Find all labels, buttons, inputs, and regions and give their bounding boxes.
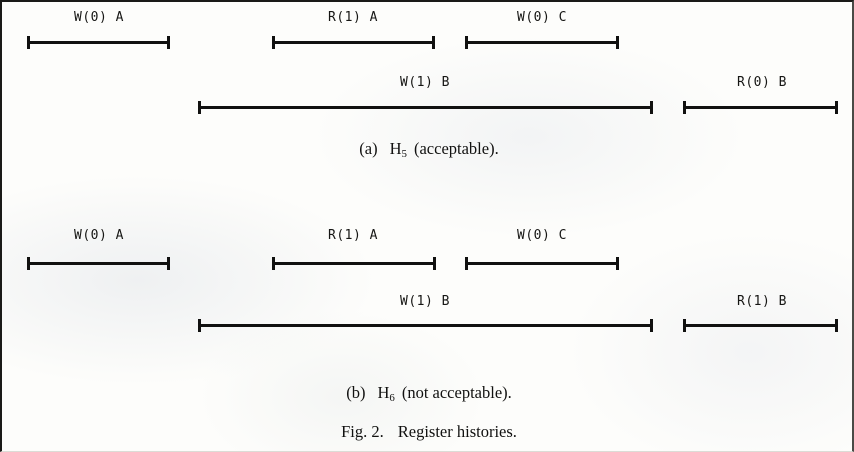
interval-cap-right: [835, 319, 838, 332]
panel-a-verdict: (acceptable).: [413, 139, 499, 158]
interval-cap-right: [616, 257, 619, 270]
figure-caption: Fig. 2. Register histories.: [341, 422, 517, 442]
interval-cap-right: [650, 319, 653, 332]
interval-bar-b4: [198, 319, 653, 332]
op-label-b5: R(1) B: [737, 294, 787, 309]
interval-cap-right: [432, 36, 435, 49]
figure-number: Fig. 2.: [341, 422, 384, 441]
op-label-b1: W(0) A: [74, 228, 124, 243]
panel-b-enum: (b): [346, 383, 366, 402]
interval-line: [198, 324, 653, 327]
interval-bar-a4: [198, 101, 653, 114]
op-label-b4: W(1) B: [400, 294, 450, 309]
op-label-a2: R(1) A: [328, 10, 378, 25]
interval-line: [465, 41, 619, 44]
interval-line: [465, 262, 619, 265]
figure-caption-text: Register histories.: [397, 422, 517, 441]
interval-bar-a3: [465, 36, 619, 49]
history-subscript: 5: [401, 147, 407, 160]
interval-cap-right: [167, 36, 170, 49]
panel-a-enum: (a): [359, 139, 378, 158]
interval-cap-right: [433, 257, 436, 270]
interval-line: [198, 106, 653, 109]
interval-bar-b3: [465, 257, 619, 270]
interval-bar-a5: [683, 101, 838, 114]
op-label-a4: W(1) B: [400, 75, 450, 90]
interval-cap-right: [616, 36, 619, 49]
interval-line: [27, 262, 170, 265]
interval-line: [683, 324, 838, 327]
interval-line: [27, 41, 170, 44]
interval-cap-right: [835, 101, 838, 114]
interval-line: [272, 41, 435, 44]
history-symbol: H: [389, 139, 402, 158]
panel-a-caption: (a) H5 (acceptable).: [359, 139, 498, 160]
panel-b-caption: (b) H6 (not acceptable).: [346, 383, 512, 404]
interval-line: [272, 262, 436, 265]
panel-b-history: H6: [377, 383, 395, 404]
history-subscript: 6: [389, 391, 395, 404]
op-label-b2: R(1) A: [328, 228, 378, 243]
interval-bar-b1: [27, 257, 170, 270]
op-label-b3: W(0) C: [517, 228, 567, 243]
op-label-a3: W(0) C: [517, 10, 567, 25]
interval-bar-b2: [272, 257, 436, 270]
panel-a-history: H5: [389, 139, 407, 160]
interval-line: [683, 106, 838, 109]
op-label-a5: R(0) B: [737, 75, 787, 90]
history-symbol: H: [377, 383, 390, 402]
interval-cap-right: [650, 101, 653, 114]
op-label-a1: W(0) A: [74, 10, 124, 25]
interval-bar-a1: [27, 36, 170, 49]
panel-b-verdict: (not acceptable).: [401, 383, 512, 402]
interval-bar-b5: [683, 319, 838, 332]
interval-cap-right: [167, 257, 170, 270]
interval-bar-a2: [272, 36, 435, 49]
